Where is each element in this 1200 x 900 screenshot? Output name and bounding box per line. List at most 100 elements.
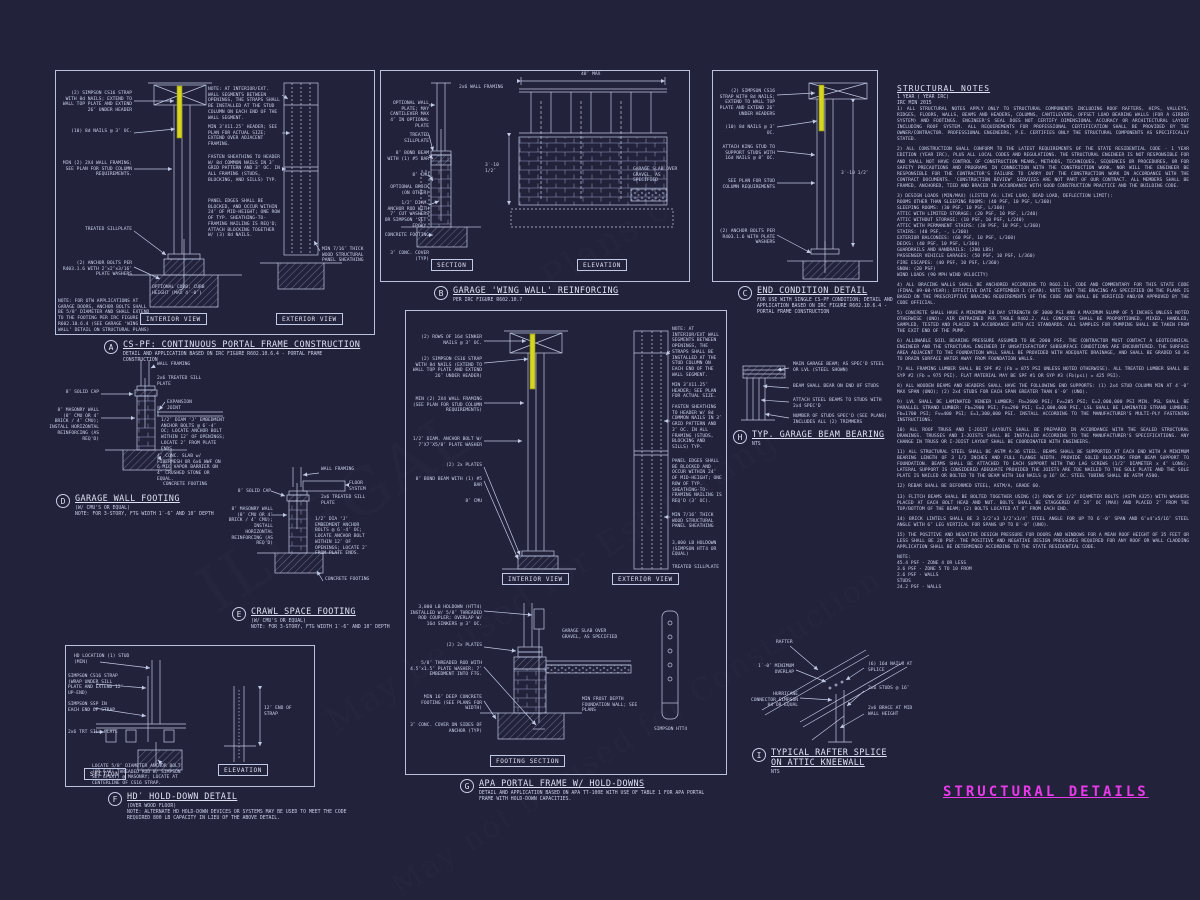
annotation-label: (10) 8d NAILS @ 3″ OC. [71, 129, 132, 134]
detail-a-letter: A [104, 340, 118, 354]
annotation-label: CONCRETE FOOTING [325, 577, 370, 582]
annotation-label: (2) 2x PLATES [446, 463, 482, 468]
annotation-label: (2) 2x PLATES [446, 643, 482, 648]
note-item: 13) FLITCH BEAMS SHALL BE BOLTED TOGETHE… [897, 494, 1189, 512]
detail-g-name: APA PORTAL FRAME W/ HOLD-DOWNS [479, 779, 645, 789]
annotation-label: 1/2″ DIAM. ANCHOR BOLT W/ 7″X7″X5/8″ PLA… [412, 437, 482, 448]
annotation-label: (10) 8d NAILS @ 3″ OC. [725, 125, 775, 136]
annotation-label: 8″ CMU [412, 173, 429, 178]
detail-d-name: GARAGE WALL FOOTING [75, 494, 180, 504]
annotation-label: SEE PLAN FOR STUD COLUMN REQUIREMENTS [722, 179, 775, 190]
detail-a-panel: INTERIOR VIEW EXTERIOR VIEW (2) SIMPSON … [55, 70, 375, 335]
detail-e-title: E CRAWL SPACE FOOTING (W/ CMU'S OR EQUAL… [232, 607, 390, 631]
annotation-label: GARAGE SLAB OVER GRAVEL, AS SPECIFIED [562, 629, 618, 640]
annotation-label: 3″ CONC. COVER ON SIDES OF ANCHOR (TYP) [410, 723, 482, 734]
annotation-label: OPTIONAL BRICK (ON OTHER) [390, 185, 429, 196]
detail-i-letter: I [752, 748, 766, 762]
annotation-label: PANEL EDGES SHALL BE BLOCKED AND OCCUR W… [672, 459, 722, 505]
note-item: 10) ALL ROOF TRUSS AND I-JOIST LAYOUTS S… [897, 427, 1189, 446]
annotation-label: (2) ROWS OF 16d SINKER NAILS @ 3″ OC. [421, 335, 482, 346]
view-label-section-b: SECTION [431, 259, 473, 271]
annotation-label: EXPANSION JOINT [167, 400, 192, 411]
annotation-label: 3′-10 1/2″ [841, 171, 869, 176]
annotation-label: FLOOR SYSTEM [349, 481, 366, 492]
detail-a-title: A CS-PF: CONTINUOUS PORTAL FRAME CONSTRU… [104, 340, 360, 364]
annotation-label: CONCRETE FOOTING [163, 482, 208, 487]
view-label-section-f: SECTION [84, 768, 126, 780]
annotation-label: 5/8″ THREADED ROD WITH 4.5″x1.5″ PLATE W… [410, 661, 482, 678]
annotation-label: TREATED SILLPLATE [404, 133, 429, 144]
detail-b-panel: SECTION ELEVATION 2x6 WALL FRAMING OPTION… [380, 70, 690, 282]
structural-notes-body: 1) ALL STRUCTURAL NOTES APPLY ONLY TO ST… [897, 107, 1189, 591]
annotation-label: 12″ END OF STRAP [264, 706, 292, 717]
detail-f-drawing [93, 660, 263, 771]
detail-d-drawing [101, 360, 223, 471]
note-item: 6) ALLOWABLE SOIL BEARING PRESSURE ASSUM… [897, 339, 1189, 363]
annotation-label: 8″ CMU [465, 499, 482, 504]
structural-notes: STRUCTURAL NOTES 1 YEAR ( YEAR IRC) IRC … [897, 84, 1189, 595]
detail-h-name: TYP. GARAGE BEAM BEARING [752, 430, 885, 440]
annotation-label: 8″ SOLID CAP [65, 390, 99, 395]
note-item: 9) LVL SHALL BE LAMINATED VENEER LUMBER:… [897, 399, 1189, 423]
detail-h-drawing [741, 365, 790, 421]
note-item: 3) DESIGN LOADS (MIN/MAX) (LISTED AS: LI… [897, 193, 1113, 278]
detail-c-letter: C [738, 286, 752, 300]
detail-a-drawing [128, 82, 342, 308]
detail-g-subtitle: DETAIL AND APPLICATION BASED ON APA TT-1… [479, 791, 705, 803]
detail-e-drawing [257, 467, 350, 582]
detail-c-subtitle: FOR USE WITH SINGLE CS-PF CONDITION; DET… [757, 298, 893, 316]
annotation-label: 1/2″ DIAM. ANCHOR ROD WITH 7″ CUT WASHER… [384, 201, 429, 229]
annotation-label: 2x6 TRT SILL PLATE [68, 730, 118, 735]
annotation-label: 1′-0″ MINIMUM OVERLAP [758, 664, 794, 675]
detail-a-subtitle: DETAIL AND APPLICATION BASED ON IRC FIGU… [123, 352, 323, 364]
annotation-label: 8″ MASONRY WALL (8″ CMU OR 4″ BRICK / 4″… [228, 507, 273, 547]
annotation-label: MIN 7/16″ THICK WOOD STRUCTURAL PANEL SH… [672, 513, 714, 530]
annotation-label: TREATED SILLPLATE [84, 227, 132, 232]
annotation-label: MAIN GARAGE BEAM; AS SPEC'D STEEL OR LVL… [793, 362, 885, 373]
note-item: 12) REBAR SHALL BE DEFORMED STEEL, ASTM/… [897, 484, 1041, 490]
annotation-label: HURRICANE CONNECTOR SIMPSON H4 OR EQUAL [750, 692, 798, 709]
detail-h-letter: H [733, 430, 747, 444]
detail-b-subtitle: PER IRC FIGURE R602.10.7 [453, 298, 523, 303]
annotation-label: MIN (2) 2X4 WALL FRAMING; SEE PLAN FOR S… [62, 161, 132, 178]
annotation-label: 8″ BOND BEAM WITH (1) #5 BAR [387, 151, 430, 162]
detail-c-title: C END CONDITION DETAIL FOR USE WITH SING… [738, 286, 907, 317]
annotation-label: LOCATE 5/8″ DIAMETER ANCHOR BOLT (OR 5/8… [92, 764, 181, 787]
detail-b-title: B GARAGE 'WING WALL' REINFORCING PER IRC… [434, 286, 619, 304]
annotation-label: 2x6 BRACE AT MID WALL HEIGHT [868, 706, 913, 717]
annotation-label: 1/2″ DIA ‘J’ EMBEDMENT ANCHOR BOLTS @ 6′… [315, 517, 368, 557]
annotation-label: 2x6 STUDS @ 16″ [868, 686, 910, 691]
annotation-label: 1/2″ DIAM ‘J’ EMBEDMENT ANCHOR BOLTS @ 6… [161, 418, 225, 452]
annotation-label: 2x6 WALL FRAMING [459, 85, 504, 90]
view-label-exterior-g: EXTERIOR VIEW [612, 573, 679, 585]
detail-i-name: TYPICAL RAFTER SPLICE ON ATTIC KNEEWALL [771, 748, 887, 768]
detail-b-drawing [401, 77, 674, 248]
annotation-label: (2) SIMPSON CS16 STRAP WITH 8d NAILS; EX… [719, 89, 775, 117]
annotation-label: NOTE: AT INTERIOR/EXT WALL SEGMENTS BETW… [672, 327, 720, 378]
detail-g-drawing [480, 330, 679, 740]
annotation-label: 3,000 LB HOLDOWN (HTT4) INSTALLED W/ 5/8… [410, 605, 482, 628]
annotation-label: (6) 16d NAILS AT SPLICE [868, 662, 913, 673]
annotation-label: MIN 16″ DEEP CONCRETE FOOTING (SEE PLANS… [421, 695, 482, 712]
view-label-interior-a: INTERIOR VIEW [140, 313, 207, 325]
detail-i-subtitle: NTS [771, 770, 780, 775]
detail-d-title: D GARAGE WALL FOOTING (W/ CMU'S OR EQUAL… [56, 494, 214, 518]
view-label-interior-g: INTERIOR VIEW [502, 573, 569, 585]
detail-c-drawing [776, 82, 873, 280]
annotation-label: OPTIONAL WALL PLATE; MAY CANTILEVER MAX … [390, 101, 429, 129]
annotation-label: (2) ANCHOR BOLTS PER R403.1.6 WITH PLATE… [719, 229, 775, 246]
annotation-label: MIN (2) 2X4 WALL FRAMING (SEE PLAN FOR S… [412, 397, 482, 414]
detail-d-letter: D [56, 494, 70, 508]
note-item: 14) BRICK LINTELS SHALL BE 3 1/2″x3 1/2″… [897, 516, 1189, 528]
detail-f-name: HD′ HOLD-DOWN DETAIL [127, 792, 238, 802]
view-label-elevation-b: ELEVATION [577, 259, 627, 271]
annotation-label: 8″ BOND BEAM WITH (1) #5 BAR [415, 477, 482, 488]
annotation-label: (2) ANCHOR BOLTS PER R403.1.6 WITH 2″x2″… [62, 261, 132, 278]
structural-notes-subtitle-2: IRC MIN 2015 [897, 101, 932, 106]
annotation-label: FASTEN SHEATHING TO HEADER W/ 8d COMMON … [208, 155, 280, 183]
annotation-label: SIMPSON HTT4 [654, 727, 688, 732]
detail-f-panel: SECTION ELEVATION HD LOCATION (1) STUD (… [65, 645, 315, 787]
